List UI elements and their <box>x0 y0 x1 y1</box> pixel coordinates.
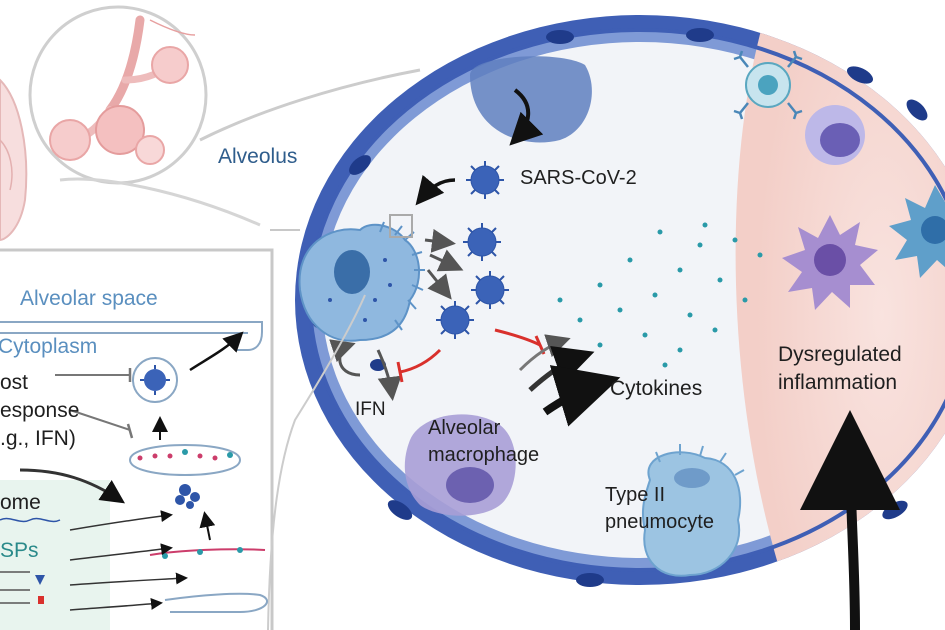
zoom-line-top <box>199 68 421 142</box>
inflammation-arrow <box>800 410 901 630</box>
cytokine-dots <box>557 222 763 368</box>
purple-immune-cell <box>782 215 878 310</box>
host-response-line3: .g., IFN) <box>0 427 76 450</box>
infected-cell <box>298 221 425 342</box>
genome-label-fragment: ome <box>0 491 41 514</box>
virus-4 <box>436 301 474 339</box>
nsps-label-fragment: SPs <box>0 539 39 562</box>
zoom-box <box>389 214 413 238</box>
host-response-line2: esponse <box>0 399 80 422</box>
alveolar-space-label: Alveolar space <box>20 287 158 310</box>
type2-label-line2: pneumocyte <box>605 511 714 533</box>
virus-1 <box>466 161 504 199</box>
ifn-arrow <box>376 349 402 401</box>
alveolar-cell-top <box>470 56 592 143</box>
release-arrows <box>424 228 464 300</box>
cytokine-arrows <box>518 334 621 427</box>
cytoplasm-label: Cytoplasm <box>0 335 98 358</box>
virus-group <box>436 161 509 339</box>
lymphocyte <box>805 105 865 165</box>
dendritic-cell <box>733 50 803 120</box>
virus-3 <box>471 271 509 309</box>
alveoli-magnifier <box>28 5 261 227</box>
lung-inset <box>0 78 28 242</box>
alveolus-label: Alveolus <box>218 145 298 168</box>
type2-pneumocyte <box>641 444 745 577</box>
entry-arrow <box>509 88 544 146</box>
sars-cov-2-label: SARS-CoV-2 <box>520 167 637 189</box>
dysregulated-label-line2: inflammation <box>778 371 898 394</box>
infection-arrow <box>415 174 456 206</box>
type2-label-line1: Type II <box>605 484 666 506</box>
alveolar-macrophage-line2: macrophage <box>428 444 540 466</box>
alveolar-macrophage-line1: Alveolar <box>428 417 501 439</box>
virus-2 <box>463 223 501 261</box>
ifn-label: IFN <box>355 399 386 420</box>
alveolar-macrophage <box>404 414 516 516</box>
cytokines-label: Cytokines <box>610 377 703 400</box>
blue-immune-cell <box>889 185 945 278</box>
host-response-line1: ost <box>0 371 29 394</box>
ifn-autocrine-arrow <box>329 339 361 377</box>
dysregulated-label-line1: Dysregulated <box>778 343 902 366</box>
cell-inset-panel <box>0 229 366 630</box>
